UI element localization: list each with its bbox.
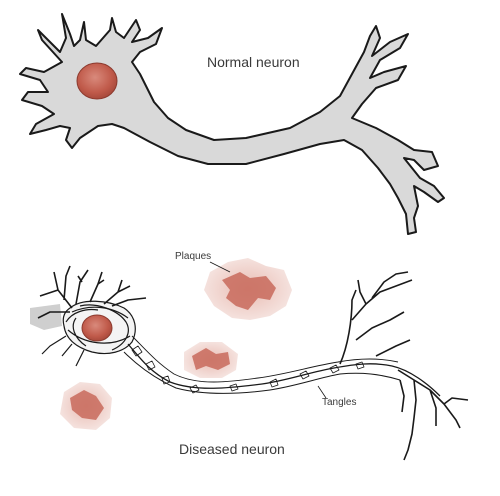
normal-nucleus [76, 62, 118, 100]
plaques-label: Plaques [175, 251, 211, 262]
diseased-nucleus [81, 314, 113, 342]
soma-tangle-1 [67, 306, 131, 347]
normal-neuron-label: Normal neuron [207, 54, 300, 70]
diseased-dendrites-left [37, 265, 147, 319]
diseased-dendrites-lower [41, 335, 85, 367]
plaque-2 [184, 342, 238, 378]
diseased-neuron [30, 265, 469, 461]
diseased-terminal-branches [339, 271, 469, 461]
diseased-axon-2 [123, 351, 401, 394]
diseased-shadow [30, 304, 62, 330]
diseased-neuron-label: Diseased neuron [179, 441, 285, 457]
plaque-2-core [192, 348, 230, 370]
diseased-axon-1 [127, 343, 441, 397]
tangles-label: Tangles [322, 397, 356, 408]
plaque-3-core [70, 390, 104, 420]
diseased-axon-3 [131, 335, 399, 383]
soma-tangle-2 [65, 304, 129, 351]
plaques-pointer [209, 261, 231, 273]
plaque-1-core [222, 272, 276, 310]
diseased-axon-tangles [131, 345, 365, 394]
plaque-1 [204, 258, 292, 320]
tangles-pointer [317, 385, 327, 399]
normal-neuron-body [19, 13, 445, 235]
plaques-group [60, 258, 292, 430]
normal-neuron [19, 13, 445, 235]
plaque-3 [60, 382, 112, 430]
